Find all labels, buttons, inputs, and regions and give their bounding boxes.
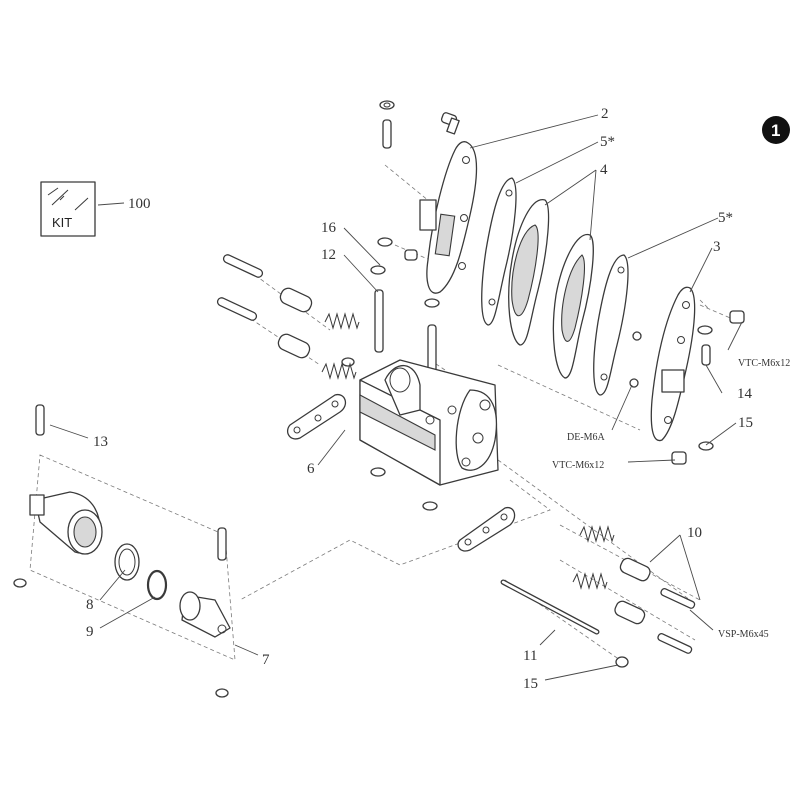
callout-16: 16 xyxy=(321,220,337,236)
part-6-plates xyxy=(286,393,516,552)
fastener-codes: VTC-M6x12 DE-M6A VTC-M6x12 VSP-M6x45 xyxy=(552,358,790,640)
kit-label: KIT xyxy=(52,215,72,230)
top-fasteners xyxy=(379,100,460,149)
part-2-bracket xyxy=(419,141,478,294)
part-3-bracket xyxy=(629,286,696,442)
callout-3: 3 xyxy=(713,239,721,255)
caliper-body xyxy=(359,359,499,511)
code-vsp: VSP-M6x45 xyxy=(718,629,769,640)
callout-7: 7 xyxy=(262,652,270,668)
callout-11: 11 xyxy=(523,648,537,664)
code-vtc-mid: VTC-M6x12 xyxy=(552,460,604,471)
callout-2: 2 xyxy=(601,106,609,122)
callouts: 2 5* 4 5* 3 16 12 100 13 6 14 15 10 8 9 … xyxy=(86,106,753,692)
callout-8: 8 xyxy=(86,597,94,613)
part-5-shim-right xyxy=(593,254,629,396)
lower-right-parts xyxy=(500,525,696,668)
callout-13: 13 xyxy=(93,434,108,450)
code-de-m6a: DE-M6A xyxy=(567,432,606,443)
callout-5-right: 5* xyxy=(718,210,733,226)
piston-assembly xyxy=(13,404,231,698)
part-5-shim-left xyxy=(481,177,517,326)
callout-15-right: 15 xyxy=(738,415,753,431)
callout-5-top: 5* xyxy=(600,134,615,150)
upper-springs xyxy=(321,312,360,380)
callout-12: 12 xyxy=(321,247,336,263)
upper-bolts xyxy=(216,254,313,359)
callout-4: 4 xyxy=(600,162,608,178)
page-badge: 1 xyxy=(762,116,790,144)
callout-10: 10 xyxy=(687,525,702,541)
callout-6: 6 xyxy=(307,461,315,477)
callout-9: 9 xyxy=(86,624,94,640)
callout-100: 100 xyxy=(128,196,151,212)
kit-box: KIT xyxy=(40,181,96,237)
callout-14: 14 xyxy=(737,386,753,402)
page-number: 1 xyxy=(771,121,780,140)
part-4-brake-pads xyxy=(508,199,594,379)
callout-15-bottom: 15 xyxy=(523,676,538,692)
code-vtc-top: VTC-M6x12 xyxy=(738,358,790,369)
leader-lines xyxy=(49,114,743,681)
